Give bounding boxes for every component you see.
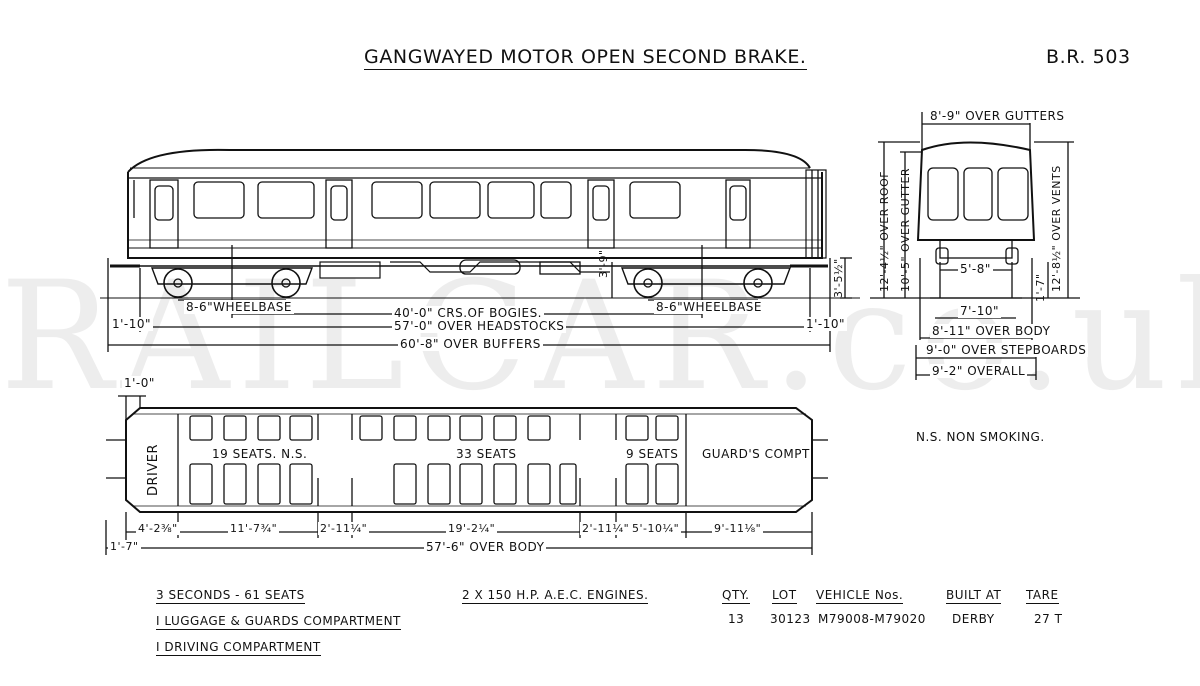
engines-label: 2 X 150 H.P. A.E.C. ENGINES. [462, 588, 649, 604]
over-gutters-label: 8'-9" OVER GUTTERS [928, 109, 1067, 123]
side-elevation [100, 148, 860, 352]
table-header-tare: TARE [1026, 588, 1059, 604]
plan-dim-3: 2'-11¼" [318, 522, 370, 535]
page-title: GANGWAYED MOTOR OPEN SECOND BRAKE. [364, 46, 807, 70]
table-cell-qty: 13 [728, 612, 745, 626]
over-gutter-label: 10'-5" OVER GUTTER [899, 167, 912, 292]
height-1-7-label: 1'-7" [1034, 273, 1047, 302]
table-header-qty: QTY. [722, 588, 750, 604]
end-right-label: 1'-10" [804, 317, 848, 331]
seats-19-label: 19 SEATS. N.S. [212, 447, 308, 461]
over-vents-label: 12'-8½" OVER VENTS [1050, 165, 1063, 292]
height-3-5-label: 3'-5½" [832, 258, 845, 298]
plan-dim-5: 2'-11¼" [580, 522, 632, 535]
seats-33-label: 33 SEATS [456, 447, 517, 461]
over-roof-label: 12'-4½" OVER ROOF [878, 170, 891, 292]
height-3-9-label: 3'-9" [597, 249, 610, 278]
footer-line-3: I DRIVING COMPARTMENT [156, 640, 321, 656]
table-cell-built-at: DERBY [952, 612, 995, 626]
over-stepboards-label: 9'-0" OVER STEPBOARDS [924, 343, 1089, 357]
plan-end-label: 1'-0" [122, 376, 157, 390]
gauge-label: 5'-8" [958, 262, 993, 276]
crs-bogies-label: 40'-0" CRS.OF BOGIES. [392, 306, 544, 320]
diagram-code: B.R. 503 [1046, 46, 1131, 68]
table-header-vehicle-nos: VEHICLE Nos. [816, 588, 904, 604]
footer-line-1: 3 SECONDS - 61 SEATS [156, 588, 305, 604]
footer-line-2: I LUGGAGE & GUARDS COMPARTMENT [156, 614, 401, 630]
seats-9-label: 9 SEATS [626, 447, 679, 461]
wheelbase-left-label: 8-6"WHEELBASE [184, 300, 294, 314]
non-smoking-legend: N.S. NON SMOKING. [916, 430, 1045, 444]
plan-over-body-label: 57'-6" OVER BODY [424, 540, 547, 554]
over-headstocks-label: 57'-0" OVER HEADSTOCKS [392, 319, 567, 333]
end-view [870, 112, 1080, 380]
table-header-lot: LOT [772, 588, 797, 604]
over-buffers-label: 60'-8" OVER BUFFERS [398, 337, 543, 351]
overall-label: 9'-2" OVERALL [930, 364, 1028, 378]
end-over-body-label: 8'-11" OVER BODY [930, 324, 1053, 338]
wheelbase-right-label: 8-6"WHEELBASE [654, 300, 764, 314]
table-cell-lot: 30123 [770, 612, 811, 626]
end-left-label: 1'-10" [110, 317, 154, 331]
plan-dim-1-7: 1'-7" [108, 540, 141, 553]
driver-label: DRIVER [146, 443, 161, 496]
plan-dim-7: 9'-11⅛" [712, 522, 764, 535]
plan-dim-1: 4'-2⅜" [136, 522, 180, 535]
table-header-built-at: BUILT AT [946, 588, 1002, 604]
plan-dim-6: 5'-10¼" [630, 522, 682, 535]
guards-compartment-label: GUARD'S COMPT [702, 447, 810, 461]
dim-7-10-label: 7'-10" [958, 304, 1002, 318]
plan-dim-2: 11'-7¾" [228, 522, 280, 535]
table-cell-vehicle-nos: M79008-M79020 [818, 612, 926, 626]
table-cell-tare: 27 T [1034, 612, 1063, 626]
plan-dim-4: 19'-2¼" [446, 522, 498, 535]
